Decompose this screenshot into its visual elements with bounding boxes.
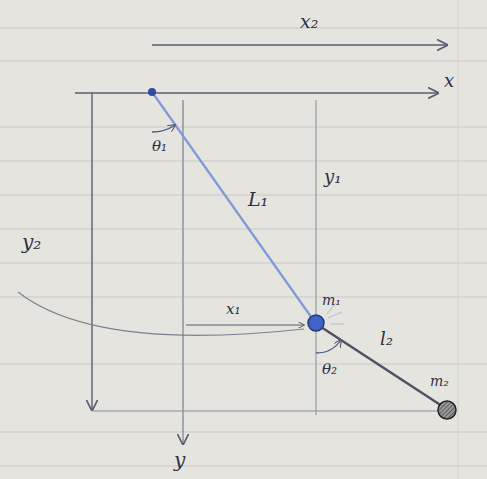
mass-label: m₂ bbox=[430, 374, 449, 388]
axes bbox=[18, 45, 447, 444]
length-label: L₁ bbox=[248, 190, 268, 209]
pendulum bbox=[148, 88, 456, 419]
coordinate-label: y₂ bbox=[22, 232, 41, 252]
coordinate-label: y₁ bbox=[324, 168, 341, 186]
length-label: l₂ bbox=[380, 330, 393, 348]
mass-label: m₁ bbox=[322, 293, 341, 307]
angle-label: θ₁ bbox=[152, 139, 167, 154]
axis-label: x bbox=[444, 72, 454, 90]
coordinate-label: x₁ bbox=[226, 302, 240, 317]
axis-label: y bbox=[174, 450, 185, 470]
axis-label: x₂ bbox=[300, 12, 318, 31]
angle-label: θ₂ bbox=[322, 362, 337, 377]
